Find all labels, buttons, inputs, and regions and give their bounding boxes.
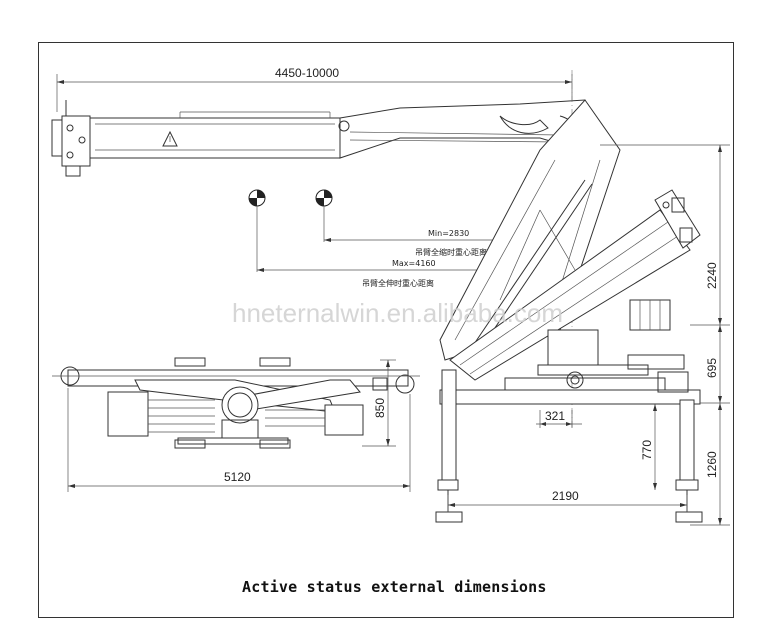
boom-side-view: 4450-10000	[51, 66, 601, 177]
drawing-frame	[38, 42, 734, 618]
crane-side-view: 2240 695 1260 770 321 2190	[435, 99, 730, 526]
height-mid-dimension: 695	[705, 358, 719, 378]
drawing-caption: Active status external dimensions	[242, 578, 547, 596]
reach-dimension: 4450-10000	[275, 66, 339, 80]
height-top-dimension: 2240	[705, 262, 719, 289]
outrigger-span-dimension: 2190	[552, 489, 579, 503]
cg-symbol-max	[248, 189, 266, 207]
leg-dimension: 770	[640, 440, 654, 460]
min-cg-note: 吊臂全缩时重心距离	[415, 247, 487, 257]
max-cg-label: Max=4160	[392, 259, 436, 268]
base-width-dimension: 850	[373, 398, 387, 418]
max-cg-note: 吊臂全伸时重心距离	[362, 278, 434, 288]
height-bottom-dimension: 1260	[705, 451, 719, 478]
watermark: hneternalwin.en.alibaba.com	[232, 298, 563, 328]
cg-symbol-min	[315, 189, 333, 207]
offset-dimension: 321	[545, 409, 565, 423]
base-length-dimension: 5120	[224, 470, 251, 484]
base-top-view: 850 5120	[52, 357, 420, 492]
min-cg-label: Min=2830	[428, 229, 469, 238]
